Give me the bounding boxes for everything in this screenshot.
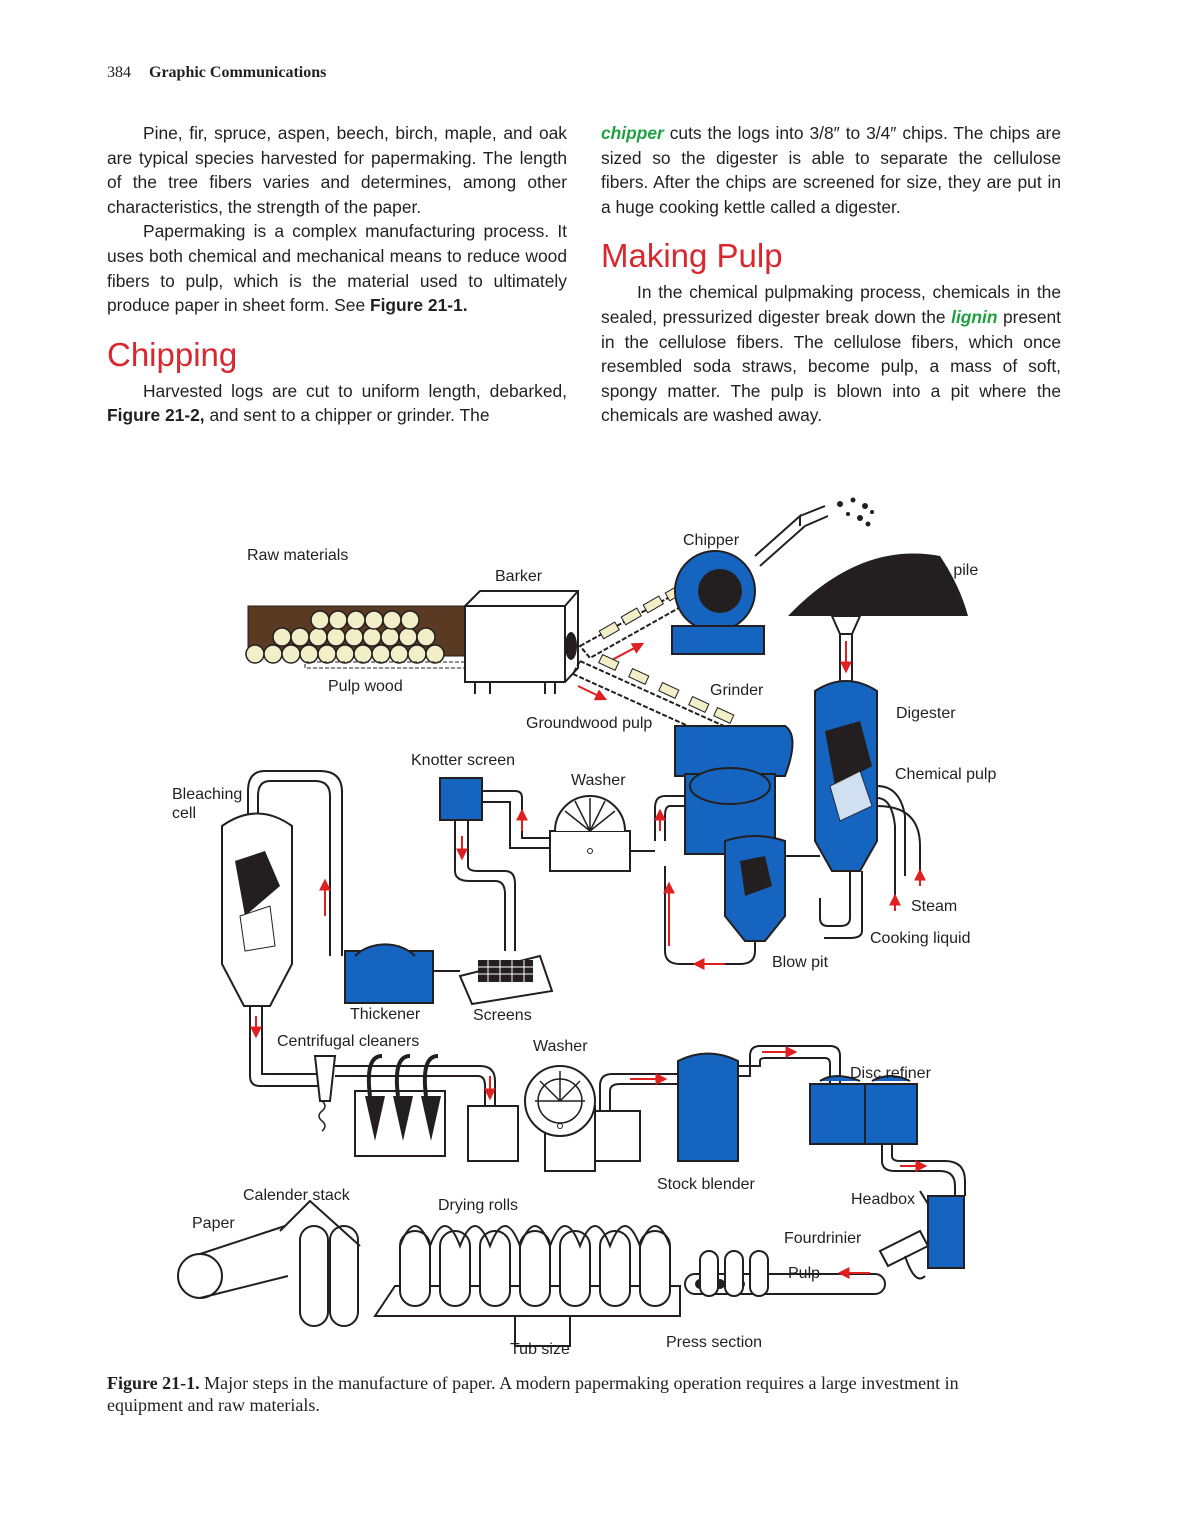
label-press-section: Press section <box>666 1334 762 1351</box>
label-raw-materials: Raw materials <box>247 547 348 564</box>
paragraph-chipping-text-2: and sent to a chipper or grinder. The <box>204 405 490 426</box>
label-centrifugal-cleaners: Centrifugal cleaners <box>277 1033 419 1050</box>
figure-reference: Figure 21-1. <box>369 295 468 316</box>
label-bleaching-cell-2: cell <box>172 805 196 822</box>
bleaching-cell <box>221 812 320 1087</box>
left-column: Pine, fir, spruce, aspen, beech, birch, … <box>107 121 567 428</box>
screens-unit <box>458 954 554 1006</box>
drying-rolls <box>373 1225 681 1347</box>
grinder <box>674 725 794 855</box>
label-chemical-pulp: Chemical pulp <box>895 766 996 783</box>
label-chipper: Chipper <box>683 532 740 549</box>
paragraph-species: Pine, fir, spruce, aspen, beech, birch, … <box>107 123 567 217</box>
heading-chipping: Chipping <box>107 335 238 373</box>
term-chipper: chipper <box>601 123 664 143</box>
centrifugal-cleaners <box>313 1054 519 1162</box>
disc-refiner <box>809 1075 966 1196</box>
blow-pit <box>663 835 820 970</box>
paragraph-process: Papermaking is a complex manufacturing p… <box>107 219 567 317</box>
label-knotter-screen: Knotter screen <box>411 752 515 769</box>
knotter-screen <box>439 777 550 951</box>
label-digester: Digester <box>896 705 956 722</box>
running-title: Graphic Communications <box>149 64 327 81</box>
log-pile <box>245 605 471 669</box>
stock-blender <box>677 1045 841 1162</box>
label-thickener: Thickener <box>350 1006 421 1023</box>
paragraph-chipping: Harvested logs are cut to uniform length… <box>107 379 567 428</box>
label-grinder: Grinder <box>710 682 764 699</box>
label-groundwood-pulp: Groundwood pulp <box>526 715 652 732</box>
label-bleaching-cell-1: Bleaching <box>172 786 242 803</box>
washer-bottom <box>524 1065 680 1172</box>
steam-pipes <box>876 785 926 911</box>
heading-making-pulp: Making Pulp <box>601 237 783 275</box>
right-column: chipper cuts the logs into 3/8″ to 3/4″ … <box>601 121 1061 428</box>
groundwood-pipe <box>654 795 685 841</box>
label-steam: Steam <box>911 898 957 915</box>
paper-roll <box>177 1225 289 1299</box>
label-stock-blender: Stock blender <box>657 1176 756 1193</box>
label-pulp: Pulp <box>788 1265 820 1282</box>
label-pulp-wood: Pulp wood <box>328 678 403 695</box>
digester <box>814 680 878 939</box>
label-fourdrinier: Fourdrinier <box>784 1230 862 1247</box>
headbox <box>919 1190 965 1269</box>
page-header: 384 Graphic Communications <box>107 64 326 82</box>
figure-caption: Figure 21-1. Major steps in the manufact… <box>107 1372 1007 1416</box>
calender-stack <box>279 1199 361 1327</box>
chip-pile <box>788 553 968 616</box>
paragraph-process-text: Papermaking is a complex manufacturing p… <box>107 221 567 316</box>
label-chip-pile: Chip pile <box>916 562 978 579</box>
barker <box>464 590 579 694</box>
paragraph-chipper-text: cuts the logs into 3/8″ to 3/4″ chips. T… <box>601 123 1061 217</box>
figure-reference-2: Figure 21-2, <box>107 405 205 426</box>
thickener <box>247 770 460 1004</box>
label-cooking-liquid: Cooking liquid <box>870 930 971 947</box>
page-number: 384 <box>107 64 131 81</box>
caption-label: Figure 21-1. <box>107 1373 200 1393</box>
paragraph-chipping-text: Harvested logs are cut to uniform length… <box>143 380 567 401</box>
label-screens: Screens <box>473 1007 532 1024</box>
washer-top <box>549 795 655 872</box>
paragraph-chipper: chipper cuts the logs into 3/8″ to 3/4″ … <box>601 121 1061 219</box>
papermaking-diagram: Raw materials Barker Chipper Chip pile P… <box>160 486 1030 1366</box>
label-disc-refiner: Disc refiner <box>850 1065 932 1082</box>
caption-text: Major steps in the manufacture of paper.… <box>107 1373 959 1415</box>
papermaking-diagram-svg: Raw materials Barker Chipper Chip pile P… <box>172 497 996 1358</box>
label-tub-size: Tub size <box>510 1341 570 1358</box>
term-lignin: lignin <box>951 306 998 327</box>
paragraph-pulp-text: In the chemical pulpmaking process, chem… <box>601 282 1061 327</box>
paragraph-pulp: In the chemical pulpmaking process, chem… <box>601 280 1061 428</box>
label-washer-bottom: Washer <box>533 1038 588 1055</box>
label-barker: Barker <box>495 568 543 585</box>
chipper <box>671 505 829 655</box>
label-calender-stack: Calender stack <box>243 1187 351 1204</box>
chip-spray <box>837 497 874 527</box>
label-washer-top: Washer <box>571 772 626 789</box>
label-blow-pit: Blow pit <box>772 954 829 971</box>
press-section <box>699 1250 769 1297</box>
label-paper: Paper <box>192 1215 235 1232</box>
paragraph-pulp-text-2: present in the cellulose fibers. The cel… <box>601 306 1061 426</box>
chip-chute <box>830 615 862 681</box>
label-headbox: Headbox <box>851 1191 915 1208</box>
label-drying-rolls: Drying rolls <box>438 1197 518 1214</box>
